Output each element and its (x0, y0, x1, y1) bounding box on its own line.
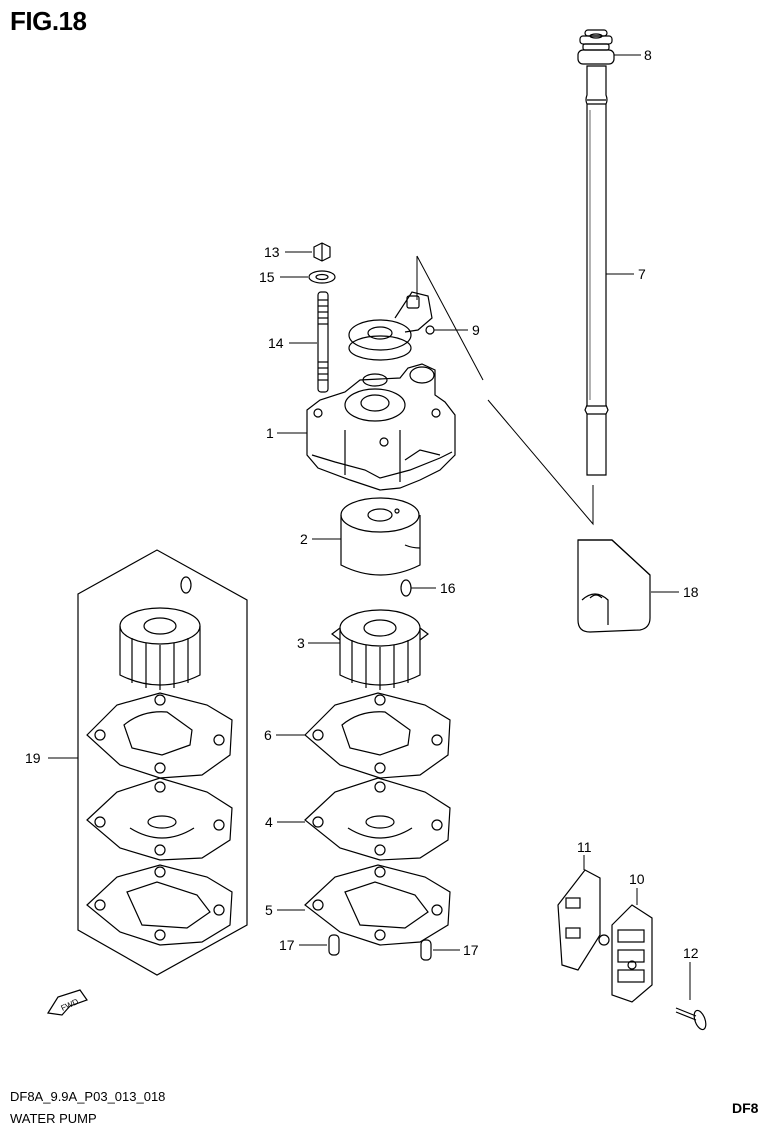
label-4: 4 (265, 814, 273, 830)
label-15: 15 (259, 269, 275, 285)
label-18: 18 (683, 584, 699, 600)
label-10: 10 (629, 871, 645, 887)
figure-subtitle: WATER PUMP (10, 1111, 97, 1126)
part-1-pump-case (306, 363, 456, 491)
kit-key (180, 576, 192, 594)
truncated-model-text: DF8 (732, 1100, 759, 1116)
fwd-arrow-icon: FWD (47, 989, 88, 1016)
label-5: 5 (265, 902, 273, 918)
kit-gasket-upper (86, 692, 233, 779)
kit-impeller (119, 607, 201, 690)
label-14: 14 (268, 335, 284, 351)
part-6-gasket (304, 692, 451, 779)
label-12: 12 (683, 945, 699, 961)
label-1: 1 (266, 425, 274, 441)
part-labels: 8 7 9 13 15 14 1 2 16 3 18 19 6 4 5 17 1… (25, 47, 699, 961)
part-14-stud-bolt (317, 291, 329, 393)
part-5-gasket (304, 864, 451, 946)
part-18-cover (577, 539, 651, 633)
part-12-screw (675, 1007, 707, 1031)
label-7: 7 (638, 266, 646, 282)
part-11-clip (557, 869, 610, 971)
part-8-grommet (577, 29, 615, 65)
label-8: 8 (644, 47, 652, 63)
label-2: 2 (300, 531, 308, 547)
label-13: 13 (264, 244, 280, 260)
label-9: 9 (472, 322, 480, 338)
label-19: 19 (25, 750, 41, 766)
label-16: 16 (440, 580, 456, 596)
part-17-pins (328, 934, 432, 961)
part-4-plate (304, 777, 451, 861)
kit-gasket-lower (86, 864, 233, 946)
label-17-left: 17 (279, 937, 295, 953)
leader-lines (48, 54, 691, 1000)
kit-plate (86, 777, 233, 861)
label-3: 3 (297, 635, 305, 651)
part-16-key (400, 579, 412, 597)
part-3-impeller (331, 609, 429, 690)
guide-lines-9-18 (416, 255, 594, 526)
figure-title: FIG.18 (10, 6, 87, 36)
part-15-washer (308, 270, 336, 284)
part-13-nut (313, 242, 331, 262)
label-11: 11 (577, 839, 592, 855)
part-19-kit-outline (77, 549, 248, 976)
label-17-right: 17 (463, 942, 479, 958)
figure-code: DF8A_9.9A_P03_013_018 (10, 1089, 166, 1104)
part-10-grille (611, 904, 653, 1003)
part-7-water-tube (584, 65, 609, 476)
part-2-liner (340, 497, 421, 576)
label-6: 6 (264, 727, 272, 743)
part-9-seal (348, 291, 435, 361)
